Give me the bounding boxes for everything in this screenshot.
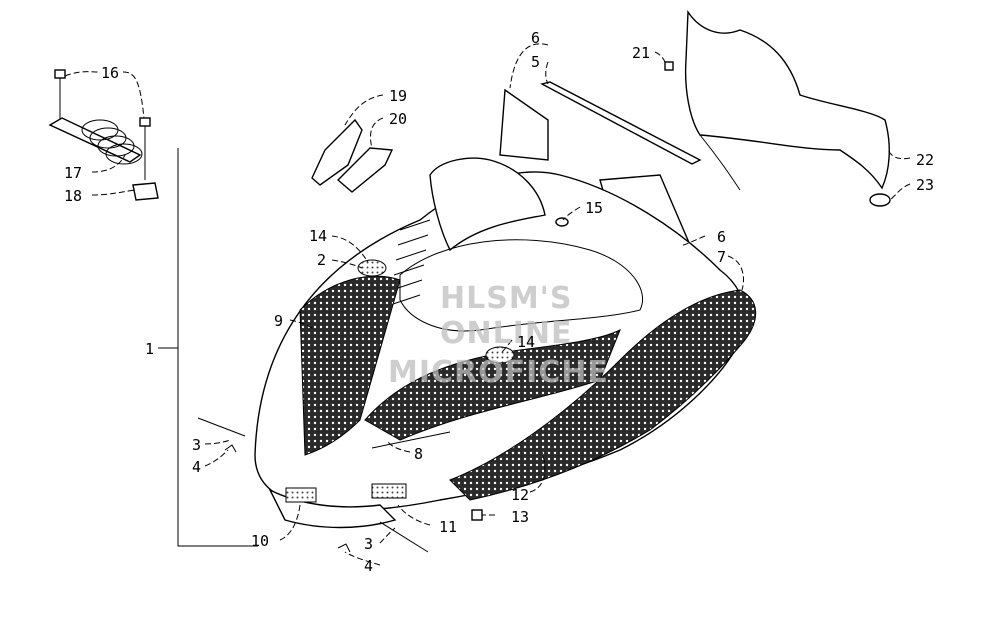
callout-3-upper: 3 bbox=[192, 436, 201, 454]
hood-pin-lower bbox=[337, 521, 429, 553]
windshield bbox=[664, 9, 890, 191]
callout-4-upper: 4 bbox=[192, 458, 201, 476]
callout-14-lower: 14 bbox=[517, 333, 535, 351]
callout-7: 7 bbox=[717, 248, 726, 266]
callout-23: 23 bbox=[916, 176, 934, 194]
reflector-left bbox=[285, 487, 317, 503]
windshield-trim-strip bbox=[540, 81, 702, 165]
callout-11: 11 bbox=[439, 518, 457, 536]
callout-9: 9 bbox=[274, 312, 283, 330]
coil-spring-icon bbox=[81, 119, 143, 165]
windshield-screw-icon bbox=[664, 61, 674, 71]
callout-8: 8 bbox=[414, 445, 423, 463]
reflector-right bbox=[371, 483, 407, 499]
watermark-line1: HLSM'S bbox=[440, 281, 572, 316]
upper-decal-left bbox=[499, 88, 549, 161]
callout-14-upper: 14 bbox=[309, 227, 327, 245]
cap-icon bbox=[555, 217, 569, 227]
callout-17: 17 bbox=[64, 164, 82, 182]
callout-15: 15 bbox=[585, 199, 603, 217]
callout-16: 16 bbox=[101, 64, 119, 82]
callout-19: 19 bbox=[389, 87, 407, 105]
hood-decal-center bbox=[364, 328, 621, 441]
hardware-cluster bbox=[48, 69, 159, 201]
watermark: HLSM'S ONLINE MICROFICHE bbox=[388, 281, 609, 390]
callout-10: 10 bbox=[251, 532, 269, 550]
callout-12: 12 bbox=[511, 486, 529, 504]
callout-22: 22 bbox=[916, 151, 934, 169]
callout-labels: 1 2 3 4 3 4 5 6 6 7 8 9 10 11 12 13 14 1… bbox=[64, 29, 934, 575]
callout-21: 21 bbox=[632, 44, 650, 62]
side-vent-outer bbox=[311, 118, 363, 186]
watermark-line3: MICROFICHE bbox=[388, 355, 609, 390]
grommet-icon bbox=[869, 193, 891, 207]
callout-6-lower: 6 bbox=[717, 228, 726, 246]
watermark-line2: ONLINE bbox=[440, 316, 573, 351]
callout-3-lower: 3 bbox=[364, 535, 373, 553]
hood-decal-left bbox=[299, 275, 401, 456]
rivet-icon bbox=[54, 69, 66, 79]
rivet-icon-2 bbox=[139, 117, 151, 127]
hood-pin-upper bbox=[197, 417, 246, 453]
callout-1: 1 bbox=[145, 340, 154, 358]
callout-2: 2 bbox=[317, 251, 326, 269]
emblem-upper bbox=[357, 259, 387, 277]
clip-icon bbox=[132, 182, 159, 201]
push-pin-icon bbox=[471, 509, 483, 521]
callout-18: 18 bbox=[64, 187, 82, 205]
assembly-bracket bbox=[158, 148, 258, 547]
callout-20: 20 bbox=[389, 110, 407, 128]
leader-lines bbox=[64, 43, 911, 566]
emblem-lower bbox=[485, 346, 515, 364]
side-vent-inner bbox=[336, 147, 394, 193]
callout-13: 13 bbox=[511, 508, 529, 526]
callout-5: 5 bbox=[531, 53, 540, 71]
hood-assembly bbox=[254, 157, 757, 529]
callout-6-upper: 6 bbox=[531, 29, 540, 47]
callout-4-lower: 4 bbox=[364, 557, 373, 575]
side-panel-decal bbox=[449, 289, 757, 501]
